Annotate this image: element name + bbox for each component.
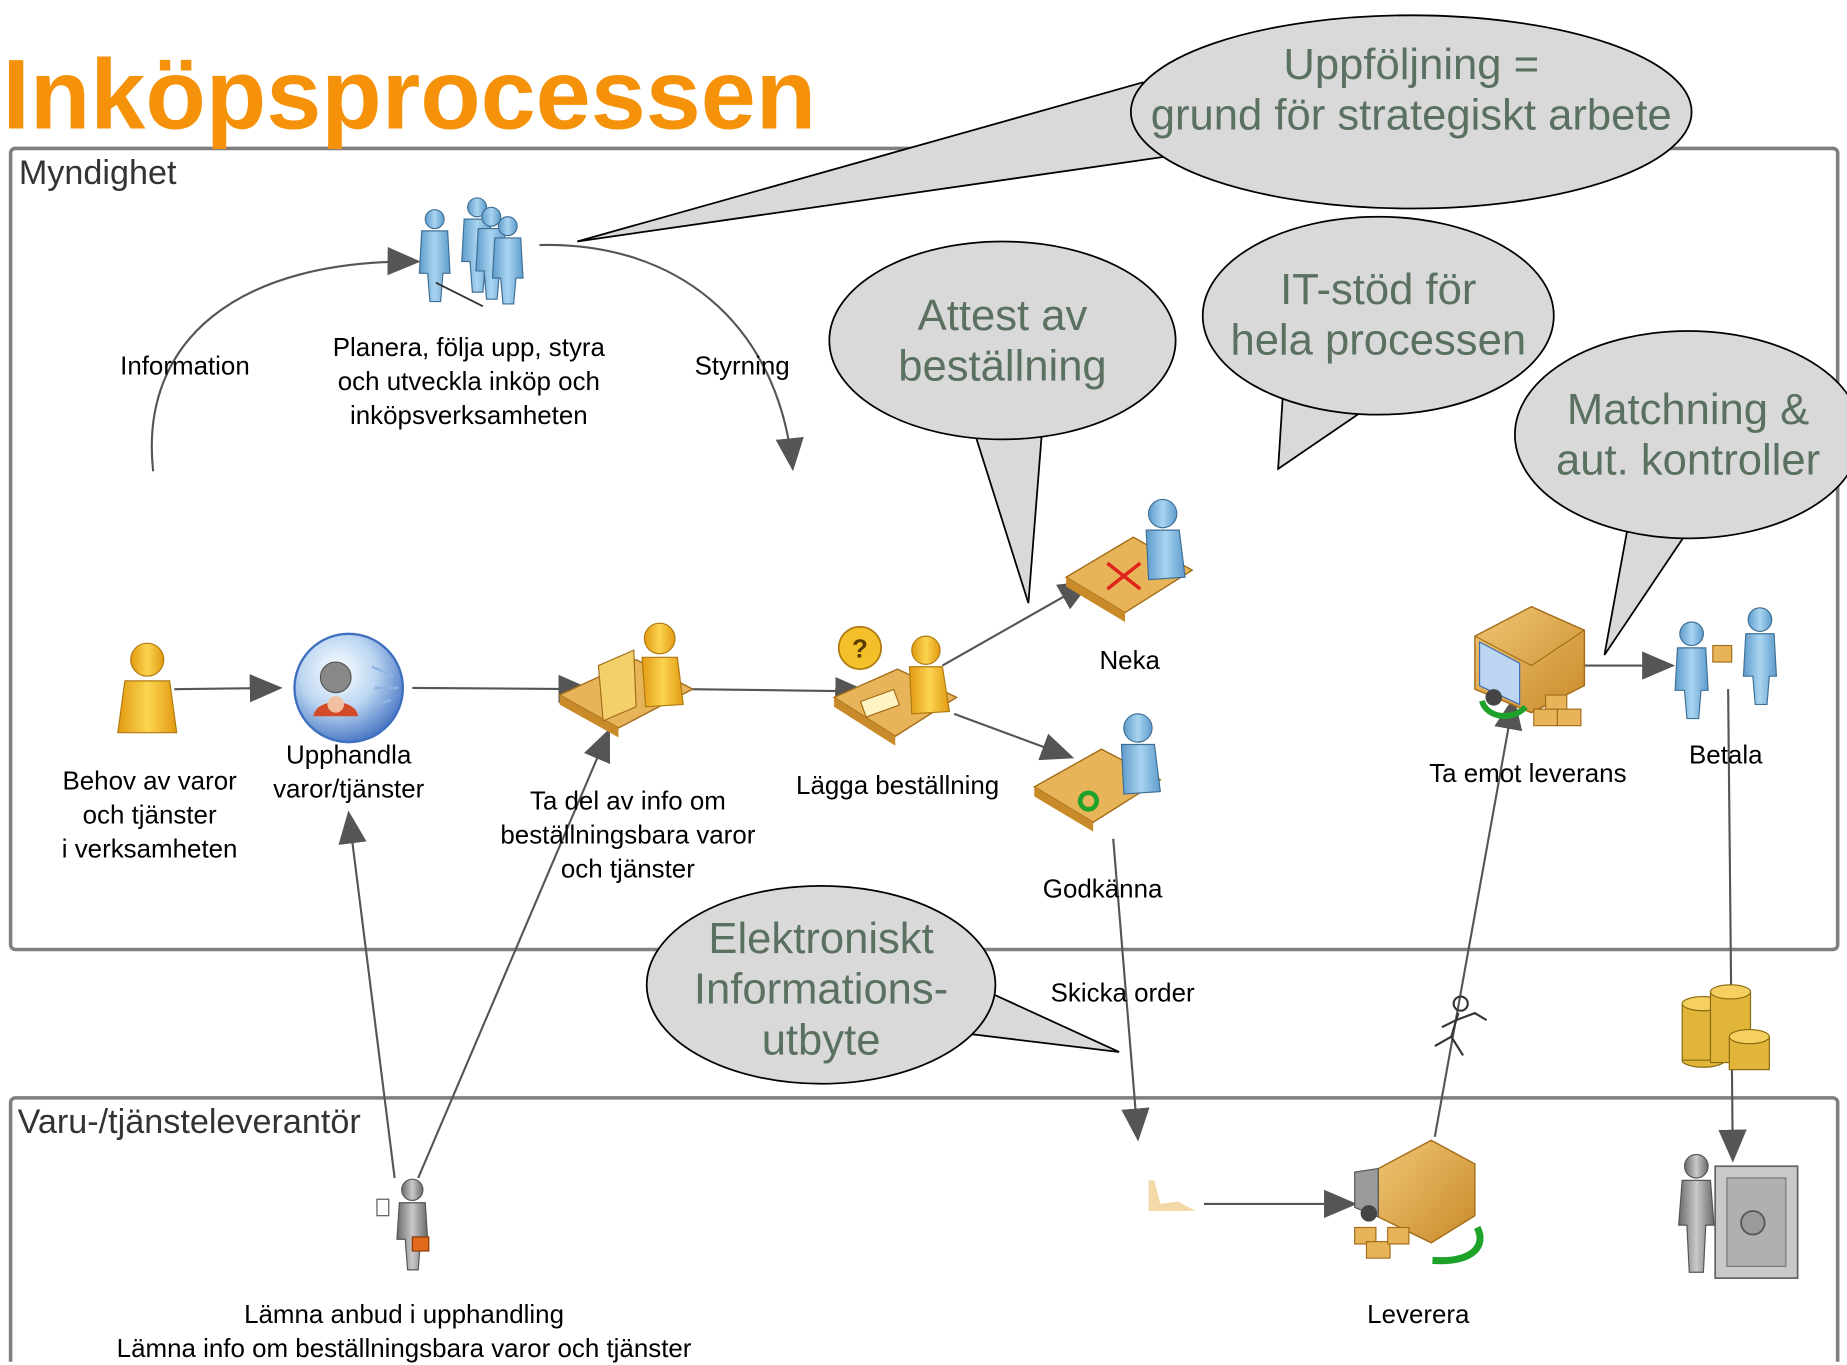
order-label: Lägga beställning <box>796 770 1000 800</box>
approve-desk-icon <box>1032 713 1162 832</box>
reject-label: Neka <box>1099 645 1160 675</box>
need-label-line-3: i verksamheten <box>61 834 238 864</box>
pay-people-icon <box>1674 607 1778 720</box>
receive-truck-icon <box>1474 605 1586 727</box>
callout-edi-text: Elektroniskt Informations- utbyte <box>694 913 948 1065</box>
callout-attest <box>828 240 1177 604</box>
deliver-truck-icon <box>1354 1139 1484 1265</box>
planning-team-icon <box>418 197 524 308</box>
callout-it-support-line-1: IT-stöd för <box>1280 265 1477 314</box>
info-label: Ta del av info om beställningsbara varor… <box>500 783 755 885</box>
order-desk-icon: ? <box>832 625 958 746</box>
callout-attest-text: Attest av beställning <box>898 290 1106 391</box>
callout-matching-line-1: Matchning & <box>1566 385 1810 434</box>
planning-label-line-1: Planera, följa upp, styra <box>332 332 605 362</box>
planning-label-line-2: och utveckla inköp och <box>337 366 600 396</box>
callout-followup-line-1: Uppföljning = <box>1283 40 1540 89</box>
info-desk-icon <box>557 622 695 738</box>
callout-edi-line-3: utbyte <box>761 1015 881 1064</box>
procure-label-line-1: Upphandla <box>285 739 412 770</box>
bid-label: Lämna anbud i upphandling Lämna info om … <box>117 1297 692 1365</box>
callout-matching-text: Matchning & aut. kontroller <box>1556 384 1820 485</box>
callout-attest-line-1: Attest av <box>917 290 1088 340</box>
callout-it-support <box>1201 215 1555 471</box>
need-person-icon <box>117 642 178 734</box>
callout-edi-line-2: Informations- <box>693 964 949 1014</box>
dispatch-icon <box>1148 1180 1196 1211</box>
need-label: Behov av varor och tjänster i verksamhet… <box>62 763 238 865</box>
need-label-line-2: och tjänster <box>82 799 217 830</box>
lane-label-agency: Myndighet <box>18 154 177 193</box>
safe-icon <box>1678 1153 1799 1280</box>
flow-arrows <box>174 580 1747 1219</box>
supplier-person-icon <box>376 1178 430 1271</box>
coins-icon <box>1681 984 1770 1071</box>
callout-matching <box>1514 330 1847 656</box>
approve-label: Godkänna <box>1042 874 1163 904</box>
callout-it-support-text: IT-stöd för hela processen <box>1230 264 1526 365</box>
callout-followup-text: Uppföljning = grund för strategiskt arbe… <box>1151 39 1672 140</box>
procure-label-line-2: varor/tjänster <box>273 773 425 804</box>
callout-followup-line-2: grund för strategiskt arbete <box>1150 90 1672 140</box>
callout-edi-line-1: Elektroniskt <box>708 914 934 963</box>
information-arrow <box>150 246 421 472</box>
running-man-icon <box>1434 995 1488 1057</box>
info-label-line-3: och tjänster <box>560 854 695 884</box>
reject-desk-icon <box>1064 498 1194 622</box>
need-label-line-1: Behov av varor <box>62 765 237 796</box>
callout-edi <box>645 884 1120 1085</box>
callout-followup <box>576 14 1693 243</box>
callout-matching-line-2: aut. kontroller <box>1556 435 1821 485</box>
planning-label-line-3: inköpsverksamheten <box>349 400 588 430</box>
pay-label: Betala <box>1689 739 1763 770</box>
lane-label-supplier: Varu-/tjänsteleverantör <box>17 1103 361 1142</box>
info-label-line-1: Ta del av info om <box>529 785 726 816</box>
receive-label: Ta emot leverans <box>1429 758 1627 789</box>
bid-label-line-1: Lämna anbud i upphandling <box>244 1299 565 1329</box>
information-label: Information <box>120 351 250 381</box>
procure-label: Upphandla varor/tjänster <box>273 737 424 805</box>
callout-attest-line-2: beställning <box>898 341 1107 390</box>
steering-arrow <box>539 243 804 472</box>
page-title: Inköpsprocessen <box>2 38 817 150</box>
info-label-line-2: beställningsbara varor <box>500 819 756 850</box>
callout-it-support-line-2: hela processen <box>1230 315 1527 365</box>
procure-globe-icon <box>293 632 405 744</box>
svg-text:?: ? <box>852 635 868 663</box>
deliver-label: Leverera <box>1367 1299 1470 1329</box>
planning-label: Planera, följa upp, styra och utveckla i… <box>333 330 605 432</box>
steering-label: Styrning <box>694 351 790 381</box>
send-order-label: Skicka order <box>1050 977 1195 1008</box>
bid-label-line-2: Lämna info om beställningsbara varor och… <box>116 1333 692 1363</box>
supplier-lane-border <box>8 1096 1840 1362</box>
